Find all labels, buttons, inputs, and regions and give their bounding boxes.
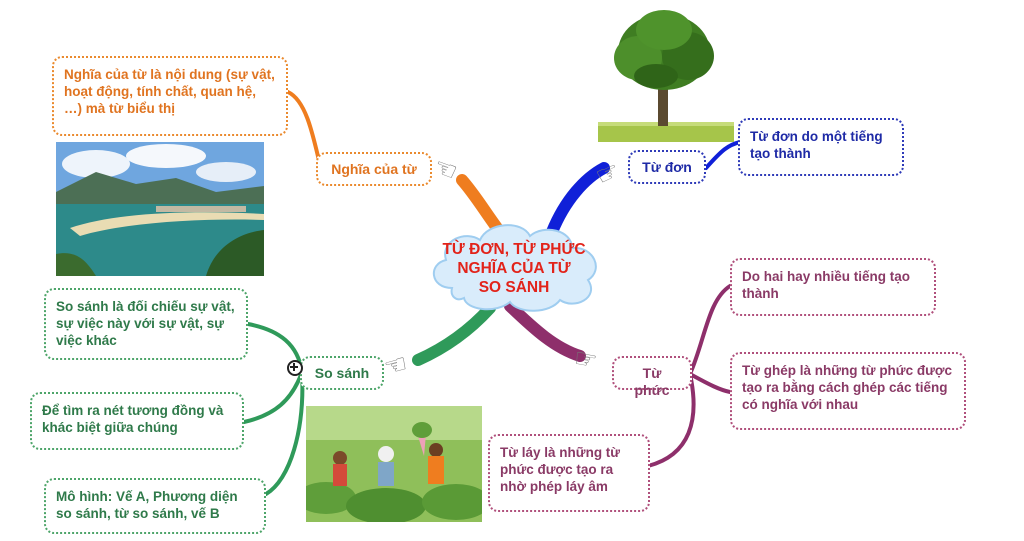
connector-nghia-cua-tu (286, 90, 322, 167)
connector-tu-phuc-3 (646, 372, 696, 468)
note-text: Mô hình: Vế A, Phương diện so sánh, từ s… (56, 489, 238, 521)
node-label: Nghĩa của từ (331, 161, 417, 177)
note-text: Nghĩa của từ là nội dung (sự vật, hoạt đ… (64, 67, 275, 116)
tree-image (598, 6, 734, 142)
note-text: Từ đơn do một tiếng tạo thành (750, 129, 883, 161)
note-text: Do hai hay nhiều tiếng tạo thành (742, 269, 911, 301)
connector-tu-phuc-2 (688, 372, 732, 394)
coastal-landscape-image (56, 142, 264, 276)
pointing-hand-icon: ☞ (571, 342, 600, 376)
central-topic-line: TỪ ĐƠN, TỪ PHỨC (442, 241, 586, 258)
node-label: Từ đơn (642, 159, 692, 175)
node-tu-don[interactable]: Từ đơn (628, 150, 706, 184)
note-tu-phuc-1: Do hai hay nhiều tiếng tạo thành (730, 258, 936, 316)
branch-line-so-sanh (412, 302, 496, 366)
connector-so-sanh-3 (264, 370, 305, 496)
central-topic-line: SO SÁNH (478, 279, 550, 296)
connector-so-sanh-2 (242, 370, 304, 424)
note-tu-phuc-2: Từ ghép là những từ phức được tạo ra bằn… (730, 352, 966, 430)
note-so-sanh-2: Để tìm ra nét tương đồng và khác biệt gi… (30, 392, 244, 450)
connector-tu-don (704, 140, 742, 170)
zoom-cursor-icon (287, 360, 303, 376)
note-tu-phuc-3: Từ láy là những từ phức được tạo ra nhờ … (488, 434, 650, 512)
branch-line-tu-don (546, 162, 610, 238)
note-tu-don: Từ đơn do một tiếng tạo thành (738, 118, 904, 176)
node-nghia-cua-tu[interactable]: Nghĩa của từ (316, 152, 432, 186)
cloud-shape (432, 224, 597, 312)
node-label: Từ phức (634, 365, 670, 398)
note-so-sanh-1: So sánh là đối chiếu sự vật, sự việc này… (44, 288, 248, 360)
note-nghia-cua-tu: Nghĩa của từ là nội dung (sự vật, hoạt đ… (52, 56, 288, 136)
node-label: So sánh (314, 365, 370, 381)
note-so-sanh-3: Mô hình: Vế A, Phương diện so sánh, từ s… (44, 478, 266, 534)
note-text: So sánh là đối chiếu sự vật, sự việc này… (56, 299, 235, 348)
note-text: Để tìm ra nét tương đồng và khác biệt gi… (42, 403, 224, 435)
central-topic: TỪ ĐƠN, TỪ PHỨC NGHĨA CỦA TỪ SO SÁNH (430, 224, 598, 312)
central-topic-line: NGHĨA CỦA TỪ (457, 260, 571, 277)
note-text: Từ láy là những từ phức được tạo ra nhờ … (500, 445, 621, 494)
children-lotus-field-image (306, 406, 482, 522)
node-so-sanh[interactable]: So sánh (300, 356, 384, 390)
node-tu-phuc[interactable]: Từ phức (612, 356, 692, 398)
connector-tu-phuc-1 (688, 284, 732, 376)
branch-line-tu-phuc (504, 300, 586, 362)
note-text: Từ ghép là những từ phức được tạo ra bằn… (742, 363, 952, 412)
